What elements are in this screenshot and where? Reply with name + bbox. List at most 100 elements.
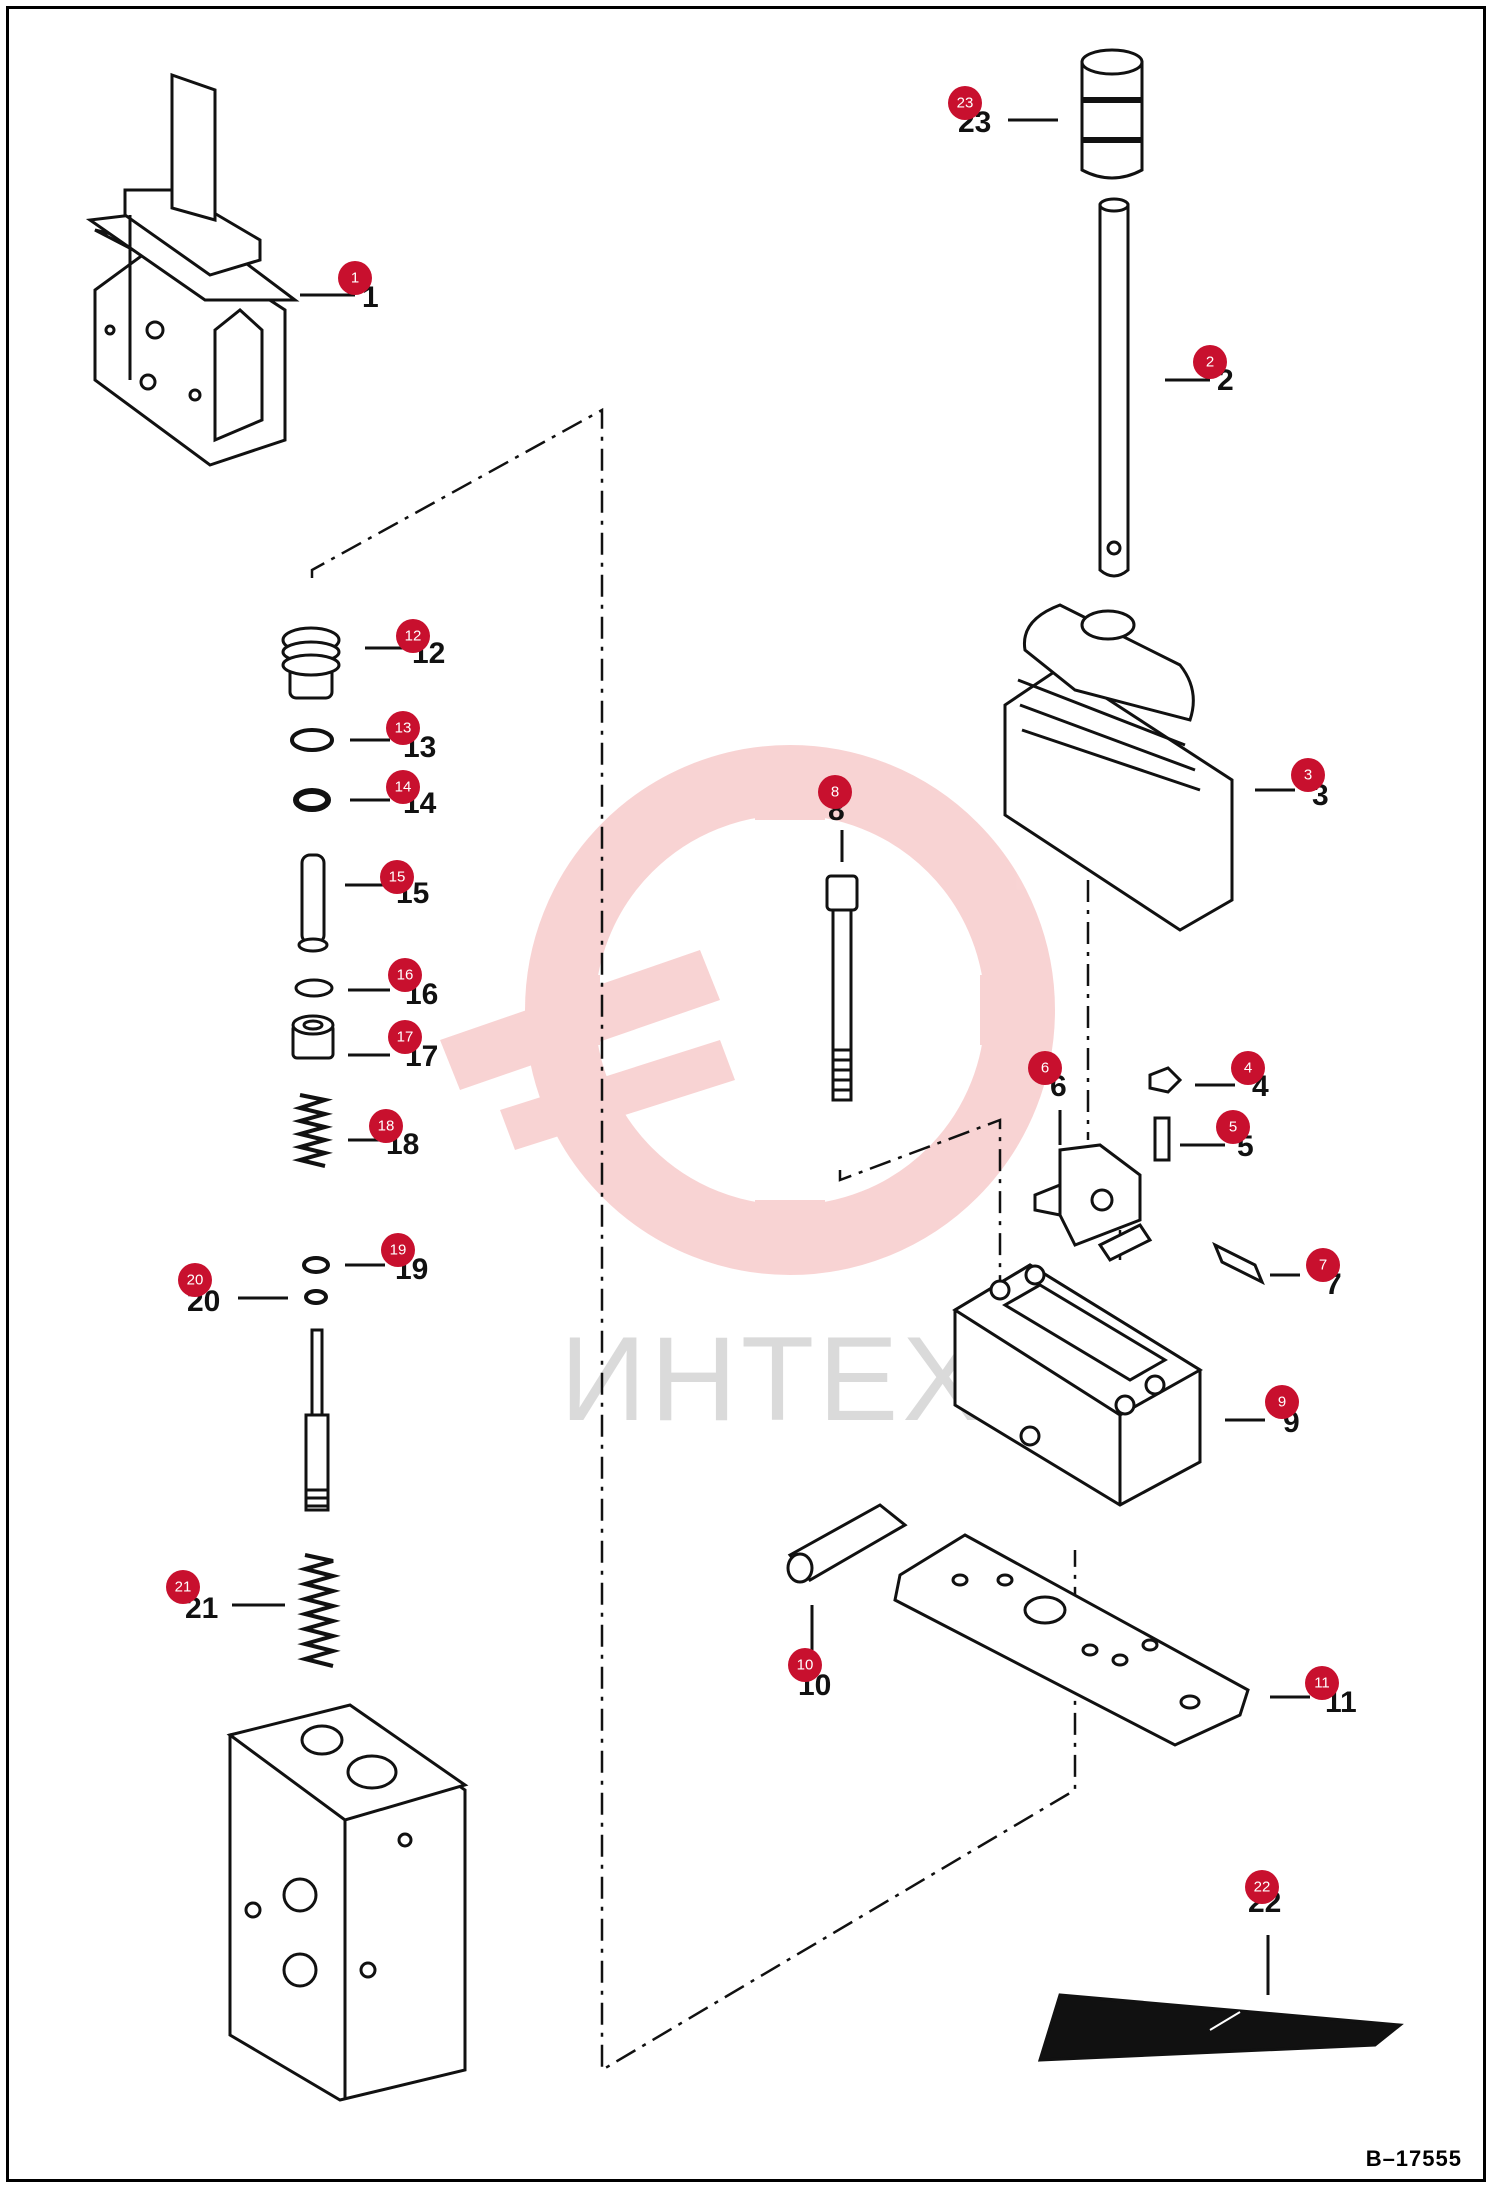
part-19-ring — [302, 1256, 330, 1274]
callout-badge-13[interactable]: 13 — [386, 711, 420, 745]
badge-label: 14 — [395, 779, 412, 796]
badge-label: 15 — [389, 869, 406, 886]
callout-badge-3[interactable]: 3 — [1291, 758, 1325, 792]
badge-label: 11 — [1314, 1675, 1330, 1692]
part-3-boot — [1003, 603, 1234, 932]
badge-label: 6 — [1041, 1060, 1049, 1077]
badge-circle — [178, 1263, 212, 1297]
badge-circle — [388, 1020, 422, 1054]
badge-label: 22 — [1254, 1879, 1271, 1896]
badge-circle — [1305, 1666, 1339, 1700]
part-10-dowel — [786, 1503, 908, 1584]
badge-circle — [1306, 1248, 1340, 1282]
badge-label: 18 — [378, 1118, 395, 1135]
watermark-text: ИНТЕХ — [560, 1312, 986, 1446]
part-8-bolt — [825, 874, 859, 1102]
callout-badge-14[interactable]: 14 — [386, 770, 420, 804]
drawing-reference-number: B–17555 — [1365, 2146, 1462, 2171]
badge-circle — [948, 86, 982, 120]
badge-circle — [1216, 1110, 1250, 1144]
callout-badge-8[interactable]: 8 — [818, 775, 852, 809]
callout-badge-11[interactable]: 11 — [1305, 1666, 1339, 1700]
badge-circle — [788, 1648, 822, 1682]
part-23-knob — [1080, 48, 1144, 180]
callout-badge-15[interactable]: 15 — [380, 860, 414, 894]
diagram-border — [6, 6, 1486, 2182]
part-22-decal — [1037, 1993, 1404, 2062]
badge-label: 9 — [1278, 1394, 1286, 1411]
badge-label: 23 — [957, 95, 974, 112]
part-7-pin — [1212, 1241, 1265, 1286]
callout-badge-23[interactable]: 23 — [948, 86, 982, 120]
badge-circle — [386, 770, 420, 804]
part-5-setscrew — [1153, 1116, 1171, 1162]
badge-circle — [1265, 1385, 1299, 1419]
callout-badge-5[interactable]: 5 — [1216, 1110, 1250, 1144]
badge-circle — [396, 619, 430, 653]
badge-label: 7 — [1319, 1257, 1327, 1274]
badge-label: 3 — [1304, 767, 1312, 784]
badge-circle — [369, 1109, 403, 1143]
badge-label: 17 — [397, 1029, 414, 1046]
badge-circle — [386, 711, 420, 745]
callout-badge-2[interactable]: 2 — [1193, 345, 1227, 379]
leader-lines — [232, 118, 1310, 1995]
part-16-washer — [294, 978, 334, 998]
badge-circle — [380, 860, 414, 894]
callout-badge-22[interactable]: 22 — [1245, 1870, 1279, 1904]
callout-badge-7[interactable]: 7 — [1306, 1248, 1340, 1282]
part-2-lever-rod — [1098, 197, 1130, 578]
callout-badge-4[interactable]: 4 — [1231, 1051, 1265, 1085]
badge-circle — [1231, 1051, 1265, 1085]
callout-badge-19[interactable]: 19 — [381, 1233, 415, 1267]
part-6-bracket — [1033, 1143, 1153, 1262]
part-21-spring — [297, 1553, 341, 1668]
badge-label: 5 — [1229, 1119, 1237, 1136]
callout-badge-9[interactable]: 9 — [1265, 1385, 1299, 1419]
callout-badge-6[interactable]: 6 — [1028, 1051, 1062, 1085]
badge-label: 1 — [351, 270, 359, 287]
part-4-nut — [1148, 1066, 1183, 1094]
badge-label: 12 — [405, 628, 422, 645]
watermark-logo — [440, 745, 1055, 1275]
part-11-plate — [893, 1533, 1250, 1747]
callout-badge-10[interactable]: 10 — [788, 1648, 822, 1682]
part-13-oring — [290, 728, 334, 752]
part-1-valve-body — [85, 72, 300, 467]
badge-circle — [338, 261, 372, 295]
part-15-sleeve — [297, 853, 329, 953]
part-9-block — [952, 1263, 1203, 1507]
valve-housing-lower — [226, 1703, 469, 2102]
badge-circle — [1193, 345, 1227, 379]
badge-label: 4 — [1244, 1060, 1252, 1077]
callout-badge-17[interactable]: 17 — [388, 1020, 422, 1054]
badge-label: 21 — [175, 1579, 192, 1596]
badge-circle — [1291, 758, 1325, 792]
badge-label: 8 — [831, 784, 839, 801]
part-18-spring — [292, 1093, 333, 1168]
part-14-oring — [293, 788, 331, 812]
callout-badge-12[interactable]: 12 — [396, 619, 430, 653]
spool-stem — [304, 1328, 330, 1512]
badge-circle — [1028, 1051, 1062, 1085]
callout-badge-16[interactable]: 16 — [388, 958, 422, 992]
badge-label: 16 — [397, 967, 414, 984]
badge-circle — [1245, 1870, 1279, 1904]
badge-label: 20 — [187, 1272, 204, 1289]
badge-label: 10 — [797, 1657, 814, 1674]
part-12-plug — [281, 626, 341, 700]
badge-label: 13 — [395, 720, 412, 737]
callout-badge-18[interactable]: 18 — [369, 1109, 403, 1143]
badge-label: 2 — [1206, 354, 1214, 371]
callout-badge-20[interactable]: 20 — [178, 1263, 212, 1297]
badge-label: 19 — [390, 1242, 407, 1259]
badge-circle — [388, 958, 422, 992]
callout-badge-21[interactable]: 21 — [166, 1570, 200, 1604]
callout-badge-1[interactable]: 1 — [338, 261, 372, 295]
badge-circle — [166, 1570, 200, 1604]
part-17-bushing — [291, 1014, 335, 1060]
